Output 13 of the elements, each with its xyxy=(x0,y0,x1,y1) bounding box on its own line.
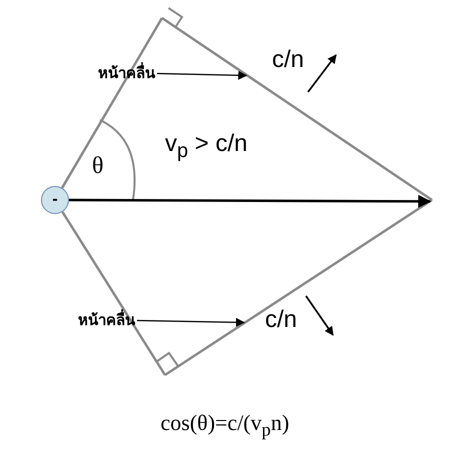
wavefront-line xyxy=(161,16,433,202)
label-text: c/n xyxy=(265,308,298,332)
cone-side-line xyxy=(61,211,166,376)
edge-label: v$_{p}$ > c/n xyxy=(165,132,248,161)
caption: cos(θ)=c/(v$_{p}$n) xyxy=(160,412,290,439)
wavefront-line xyxy=(164,198,433,376)
leader-line xyxy=(156,70,248,80)
label-text: c/n xyxy=(272,48,304,72)
label-text: θ xyxy=(92,154,104,178)
arrow xyxy=(69,194,432,208)
electron-circle: - xyxy=(41,186,69,214)
leader-line xyxy=(136,318,245,327)
cone-side-line xyxy=(61,17,164,189)
